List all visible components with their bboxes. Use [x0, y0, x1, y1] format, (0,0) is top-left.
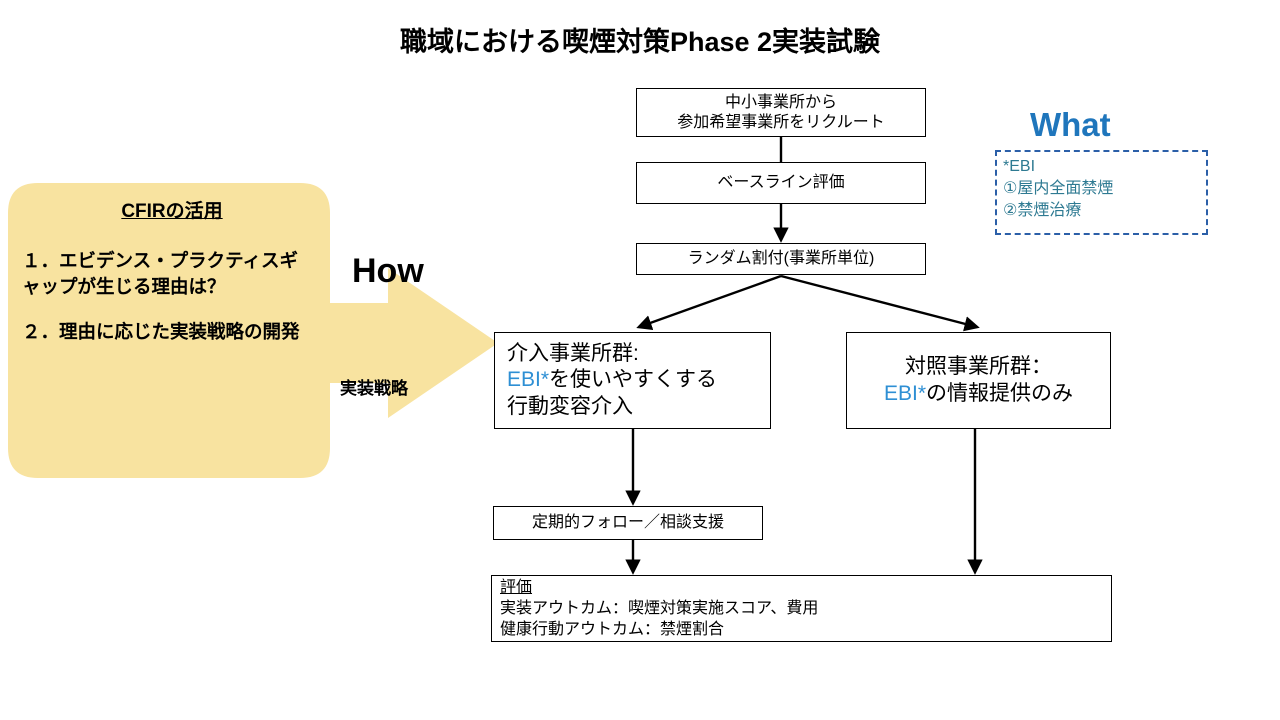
- followup-line-1: 定期的フォロー／相談支援: [531, 514, 724, 532]
- how-label: How: [352, 252, 424, 290]
- evaluation-line-3: 健康行動アウトカム：禁煙割合: [500, 621, 725, 639]
- what-legend-box: *EBI ①屋内全面禁煙 ②禁煙治療: [995, 150, 1208, 235]
- intervention-line-3: 行動変容介入: [507, 394, 633, 418]
- intervention-line-2: EBI*を使いやすくする: [507, 367, 717, 393]
- flow-box-intervention-arm: 介入事業所群: EBI*を使いやすくする 行動変容介入: [494, 332, 771, 429]
- evaluation-line-2: 実装アウトカム：喫煙対策実施スコア、費用: [500, 599, 819, 617]
- cfir-item-2: ２．理由に応じた実装戦略の開発: [22, 320, 300, 342]
- cfir-panel-body: １．エビデンス・プラクティスギャップが生じる理由は？ ２．理由に応じた実装戦略の…: [22, 248, 312, 345]
- control-line-2: EBI*の情報提供のみ: [884, 381, 1073, 407]
- cfir-panel-title: CFIRの活用: [121, 201, 223, 222]
- what-line-2: ①屋内全面禁煙: [1003, 180, 1114, 198]
- intervention-line-2-rest: を使いやすくする: [549, 368, 718, 392]
- randomization-line-1: ランダム割付(事業所単位): [687, 250, 875, 268]
- page-title: 職域における喫煙対策Phase 2実装試験: [399, 27, 881, 57]
- recruit-line-2: 参加希望事業所をリクルート: [677, 113, 885, 131]
- control-line-1: 対照事業所群：: [905, 355, 1052, 379]
- flow-box-followup: 定期的フォロー／相談支援: [493, 506, 763, 540]
- ebi-marker: EBI*: [507, 368, 550, 392]
- flow-box-recruit: 中小事業所から 参加希望事業所をリクルート: [636, 88, 926, 137]
- cfir-item-1: １．エビデンス・プラクティスギャップが生じる理由は？: [22, 250, 299, 298]
- ebi-marker: EBI*: [883, 381, 927, 405]
- what-line-1: *EBI: [1003, 158, 1036, 175]
- how-strategy-arrow-shape: [8, 183, 498, 478]
- control-line-2-rest: の情報提供のみ: [926, 381, 1074, 405]
- what-line-3: ②禁煙治療: [1003, 202, 1082, 220]
- what-label: What: [1030, 106, 1111, 143]
- evaluation-heading: 評価: [500, 578, 533, 596]
- flow-box-randomization: ランダム割付(事業所単位): [636, 243, 926, 275]
- intervention-line-1: 介入事業所群:: [507, 342, 639, 366]
- flow-box-evaluation: 評価 実装アウトカム：喫煙対策実施スコア、費用 健康行動アウトカム：禁煙割合: [491, 575, 1112, 642]
- baseline-line-1: ベースライン評価: [717, 174, 845, 192]
- implementation-strategy-label: 実装戦略: [340, 379, 408, 398]
- recruit-line-1: 中小事業所から: [724, 93, 837, 111]
- flow-box-control-arm: 対照事業所群： EBI*の情報提供のみ: [846, 332, 1111, 429]
- flow-box-baseline: ベースライン評価: [636, 162, 926, 204]
